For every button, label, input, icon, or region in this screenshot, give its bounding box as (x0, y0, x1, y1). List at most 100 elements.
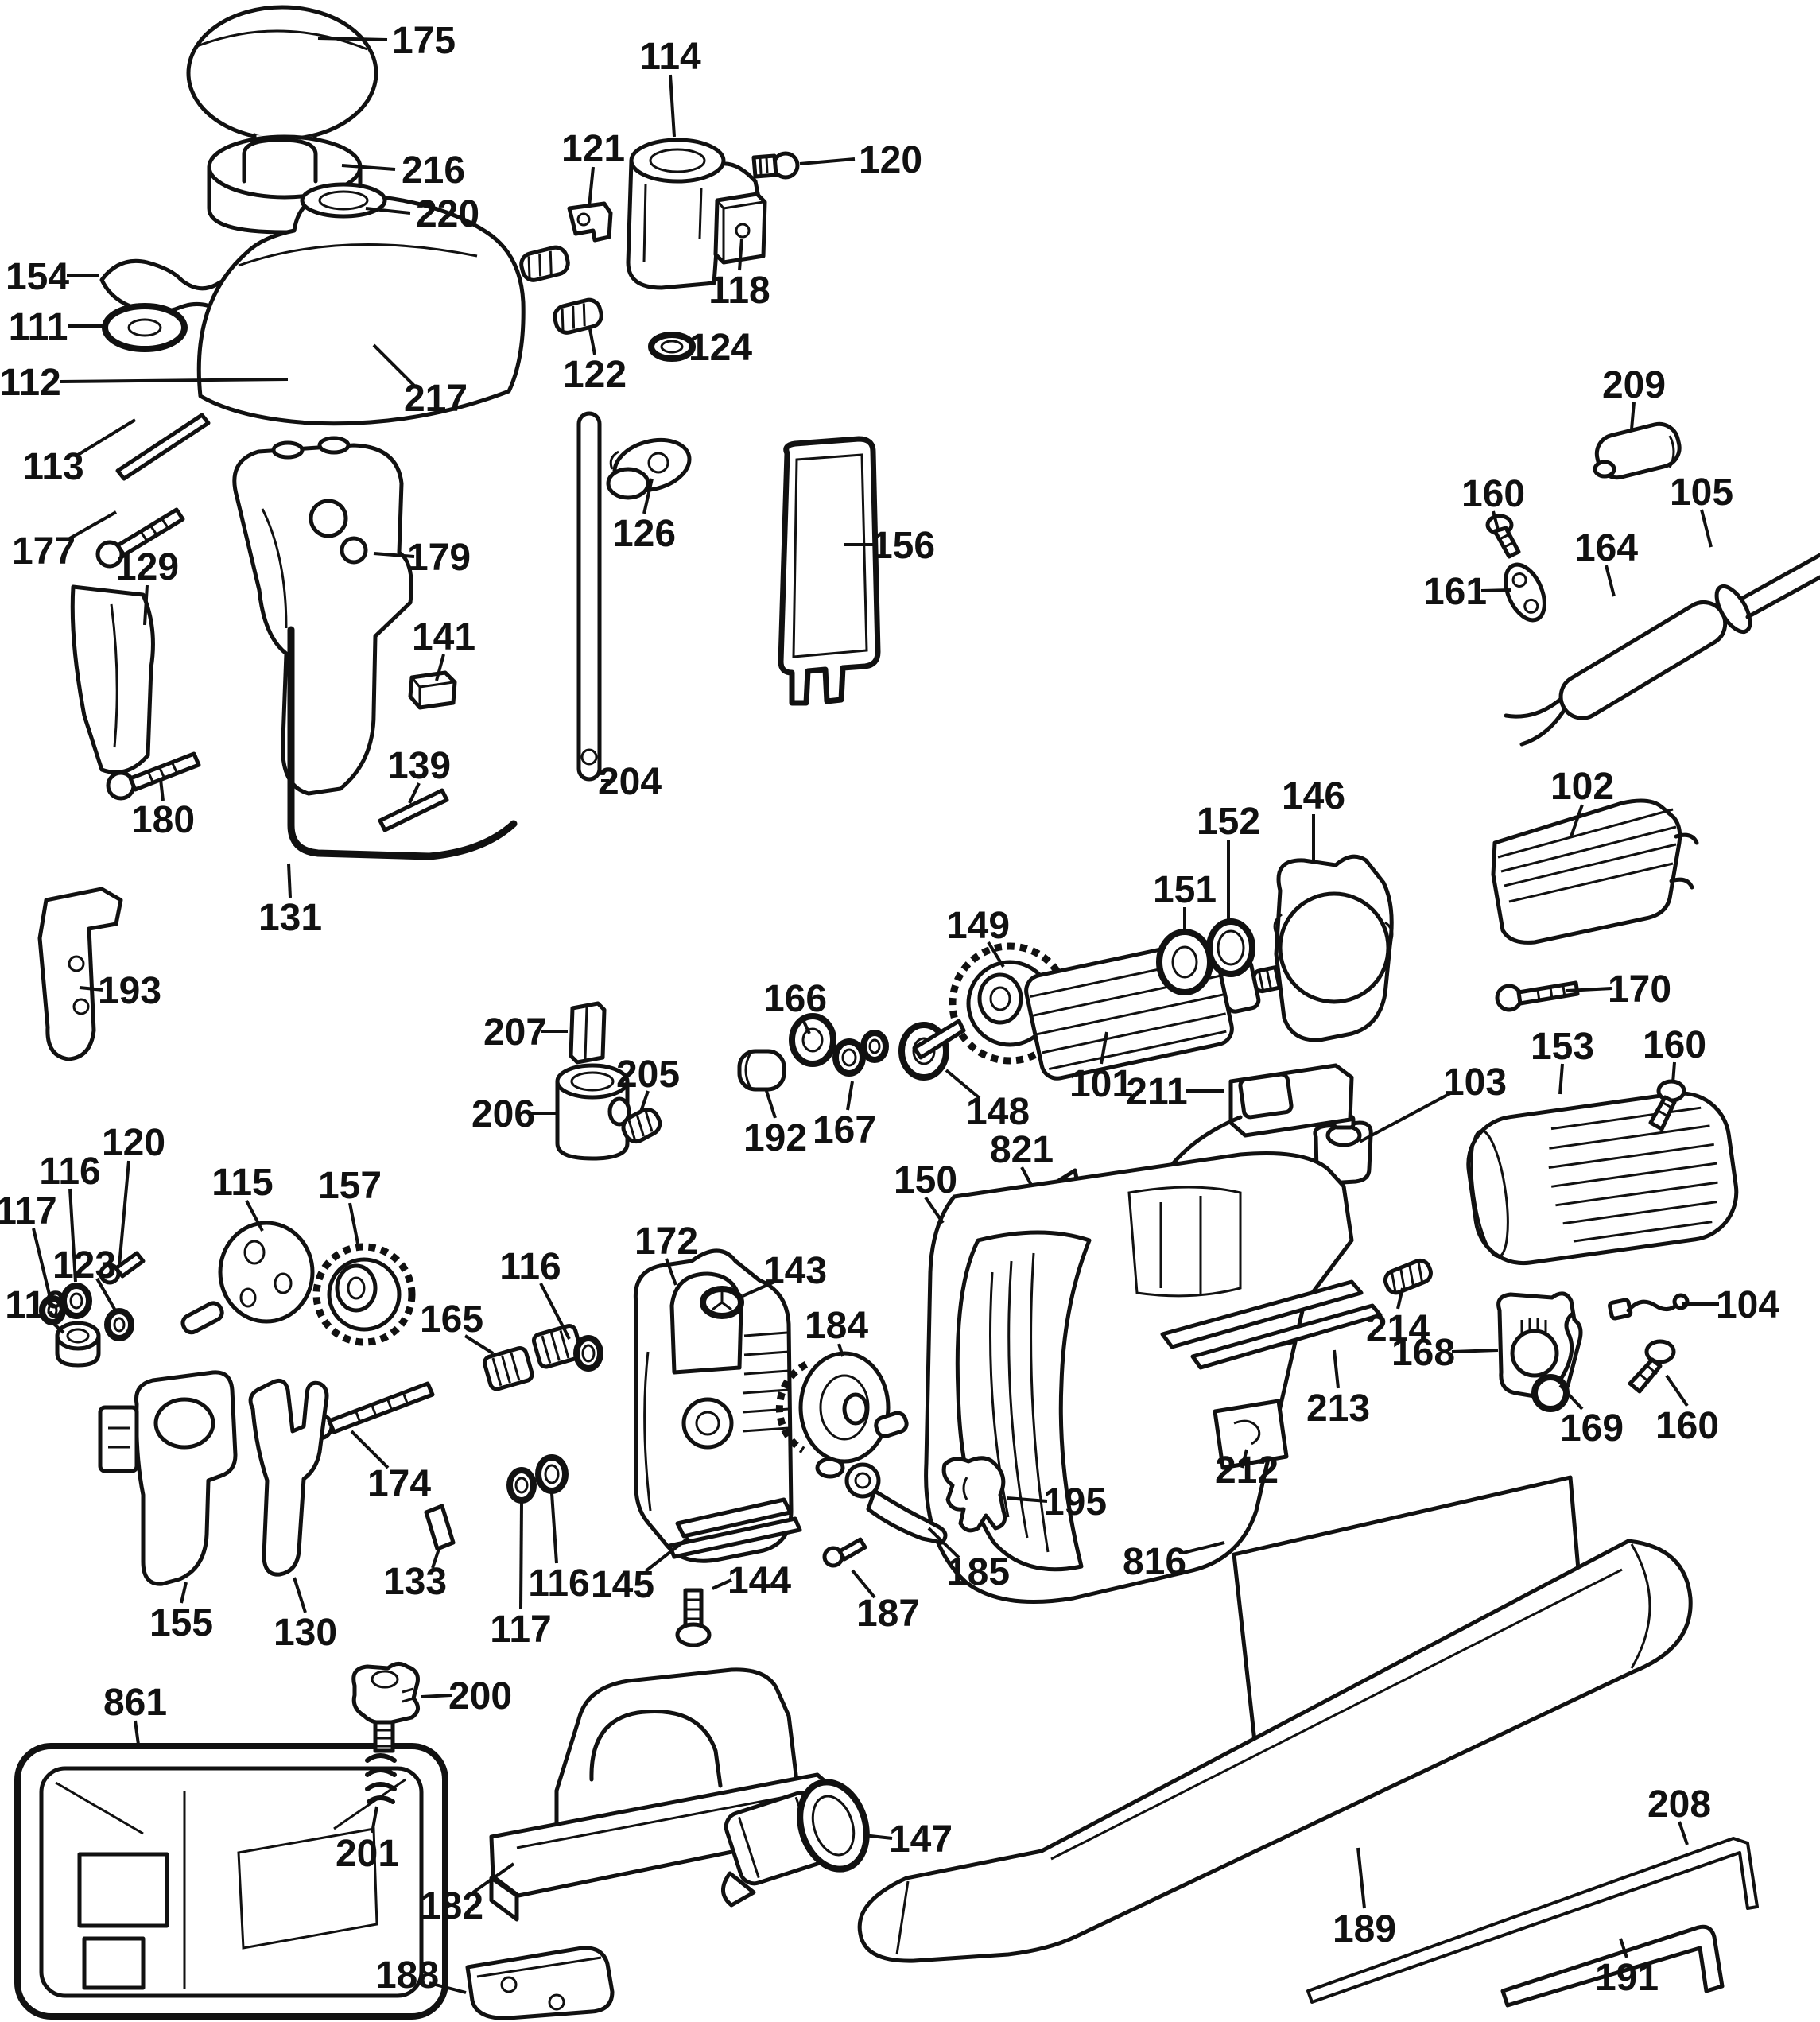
leader-line-208 (1678, 1821, 1689, 1845)
part-springs-122 (519, 245, 603, 335)
part-number-185: 185 (946, 1551, 1010, 1593)
part-number-209: 209 (1602, 364, 1666, 406)
part-pivot-bracket-114 (626, 138, 763, 290)
part-lever-130 (248, 1378, 329, 1577)
part-bushing-119 (55, 1321, 101, 1368)
part-blade-guide-126 (606, 437, 692, 500)
leader-line-144 (712, 1578, 732, 1590)
leader-line-113 (76, 418, 137, 456)
part-number-192: 192 (743, 1117, 807, 1159)
part-blade-clamp-147 (721, 1779, 870, 1908)
part-number-116: 116 (39, 1151, 100, 1193)
part-dial-168 (1496, 1291, 1583, 1401)
part-cover-217 (196, 182, 526, 426)
part-number-216: 216 (402, 149, 465, 192)
part-number-149: 149 (946, 905, 1010, 947)
part-field-102 (1491, 798, 1699, 945)
part-blade-holder-195 (941, 1456, 1007, 1533)
leader-line-155 (180, 1582, 188, 1604)
part-coupler-206 (555, 1063, 631, 1161)
part-gear-157 (312, 1243, 416, 1346)
part-number-103: 103 (1443, 1061, 1507, 1104)
part-number-157: 157 (318, 1165, 382, 1207)
part-number-104: 104 (1716, 1284, 1779, 1326)
part-number-148: 148 (966, 1091, 1030, 1133)
part-number-191: 191 (1595, 1957, 1659, 1999)
leader-line-143 (742, 1280, 775, 1298)
part-knob-200 (351, 1662, 420, 1753)
leader-line-177 (68, 510, 117, 541)
part-kit-box-861 (14, 1743, 448, 2020)
leader-line-161 (1480, 588, 1511, 592)
part-pin-113 (115, 413, 211, 481)
part-number-208: 208 (1647, 1783, 1711, 1826)
part-number-207: 207 (483, 1011, 547, 1054)
part-ring-124 (648, 332, 696, 362)
leader-line-192 (765, 1090, 777, 1119)
part-screw-187 (822, 1537, 867, 1568)
part-number-172: 172 (634, 1221, 698, 1263)
part-baffle-146 (1273, 854, 1394, 1042)
part-wire-clip-169 (1531, 1311, 1575, 1412)
leader-line-131 (287, 863, 292, 898)
leader-line-165 (464, 1334, 495, 1355)
part-roller-lever-185 (815, 1457, 948, 1545)
part-number-179: 179 (407, 537, 471, 579)
part-belt-clip-129 (70, 584, 155, 774)
leader-line-102 (1570, 804, 1584, 837)
part-number-133: 133 (383, 1561, 447, 1603)
part-number-117: 117 (0, 1190, 57, 1232)
leader-line-172 (665, 1258, 677, 1286)
part-washer-116c (535, 1454, 569, 1494)
part-screw-160a (1485, 514, 1521, 559)
part-cord-protector-209 (1593, 421, 1682, 480)
leader-line-160 (1665, 1374, 1689, 1407)
part-clip-121 (567, 201, 613, 243)
leader-line-118 (738, 238, 743, 271)
part-number-160: 160 (1643, 1024, 1706, 1066)
part-screw-160b (1648, 1079, 1686, 1131)
part-number-816: 816 (1123, 1541, 1186, 1583)
part-number-102: 102 (1550, 766, 1614, 808)
leader-line-153 (1558, 1063, 1564, 1095)
leader-line-164 (1605, 565, 1616, 597)
part-brush-box-118 (713, 192, 767, 265)
leader-line-141 (435, 654, 445, 681)
part-screw-180 (106, 751, 201, 801)
leader-line-175 (317, 37, 388, 41)
part-number-184: 184 (805, 1305, 868, 1347)
leader-line-187 (851, 1569, 876, 1599)
part-number-212: 212 (1215, 1450, 1279, 1492)
leader-line-179 (373, 552, 415, 558)
part-number-168: 168 (1391, 1332, 1455, 1374)
part-number-147: 147 (889, 1818, 953, 1861)
leader-line-133 (431, 1548, 440, 1569)
leader-line-212 (1240, 1449, 1248, 1469)
part-number-119: 119 (5, 1284, 66, 1326)
part-screw-120a (751, 151, 800, 180)
leader-line-189 (1356, 1847, 1366, 1909)
part-wire-104 (1608, 1293, 1690, 1321)
part-number-129: 129 (115, 546, 179, 588)
part-number-161: 161 (1423, 571, 1487, 613)
part-number-130: 130 (274, 1612, 337, 1654)
parts-artwork (14, 5, 1820, 2020)
leader-line-821 (1020, 1166, 1034, 1187)
part-bushing-192 (737, 1049, 786, 1092)
part-number-153: 153 (1531, 1026, 1594, 1068)
part-bracket-193 (37, 887, 123, 1061)
part-washer-117b (506, 1467, 537, 1504)
leader-line-112 (60, 378, 289, 383)
part-number-861: 861 (103, 1682, 167, 1724)
leader-line-101 (1100, 1031, 1108, 1065)
part-number-205: 205 (616, 1054, 680, 1096)
part-cord-clamp-161 (1504, 562, 1546, 623)
part-deflector-212 (1213, 1399, 1289, 1470)
leader-line-217 (372, 343, 417, 389)
part-lever-155 (98, 1370, 238, 1586)
leader-line-209 (1630, 402, 1636, 430)
leader-line-195 (1006, 1496, 1048, 1503)
leader-line-214 (1396, 1287, 1404, 1310)
